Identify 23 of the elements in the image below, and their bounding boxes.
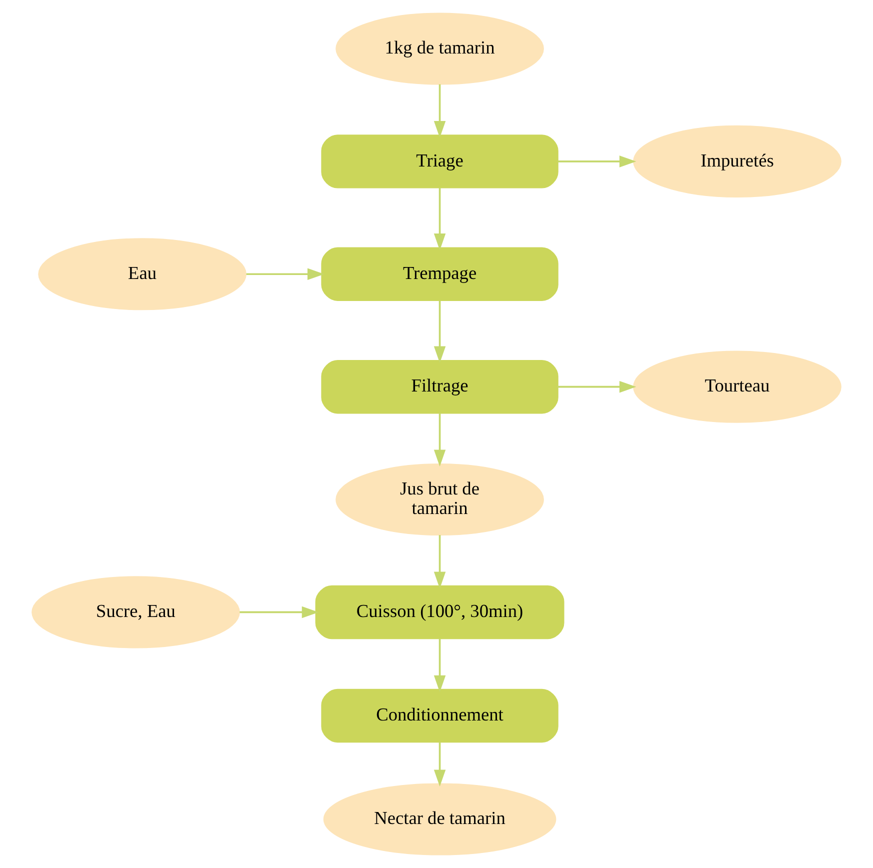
node-ellipse: Tourteau	[633, 350, 842, 423]
arrow	[434, 638, 446, 692]
node-ellipse: 1kg de tamarin	[336, 12, 544, 85]
arrow	[558, 380, 636, 393]
arrow	[434, 300, 446, 364]
arrow	[434, 84, 446, 138]
node-box: Triage	[321, 134, 558, 188]
arrow	[240, 606, 319, 618]
arrow	[434, 413, 446, 467]
arrow	[434, 188, 446, 250]
arrow	[558, 156, 636, 168]
node-box: Conditionnement	[321, 688, 558, 743]
arrow	[434, 535, 446, 589]
node-ellipse: Sucre, Eau	[32, 576, 240, 648]
node-box: Filtrage	[321, 360, 558, 414]
node-ellipse: Impuretés	[633, 125, 842, 198]
node-box: Cuisson (100°, 30min)	[315, 585, 564, 640]
node-ellipse: Eau	[38, 238, 246, 310]
arrow	[246, 268, 324, 280]
node-box: Trempage	[321, 247, 558, 301]
arrow	[434, 742, 446, 787]
node-ellipse: Nectar de tamarin	[323, 783, 556, 856]
node-ellipse: Jus brut de tamarin	[336, 463, 544, 536]
